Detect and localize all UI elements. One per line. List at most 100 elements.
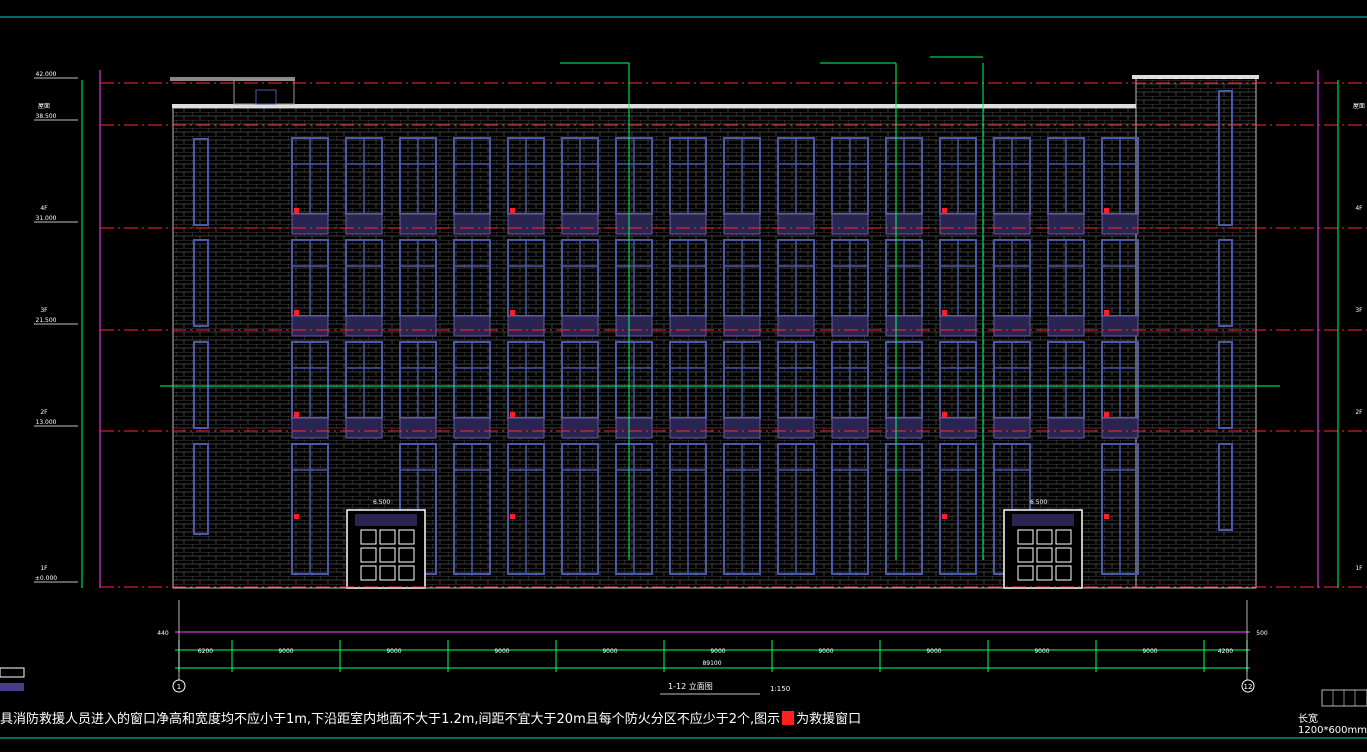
side-window-right [1218,341,1233,429]
spandrel-panel [939,213,977,235]
door-panel [360,529,377,545]
level-label: 4F [40,205,48,212]
spandrel-panel [777,315,815,337]
legend-swatch [0,683,24,691]
rescue-marker [510,514,515,519]
bay-dimension: 6200 [198,648,213,655]
rescue-marker [294,208,299,213]
drawing-scale: 1:150 [770,685,791,693]
side-window [193,239,209,327]
building-elevation: 6.500 6.500 [100,56,1367,589]
note-text-end: 为救援窗口 [796,712,862,727]
spandrel-panel [723,213,761,235]
facade-main [172,107,1137,589]
canopy-level: 6.500 [1030,499,1047,506]
tile-note: 长宽 1200*600mm [1298,714,1367,736]
side-window-right [1218,239,1233,327]
entrance-canopy-band [355,514,417,526]
side-window-right [1218,443,1233,531]
bay-dimension: 9000 [602,648,617,655]
rescue-marker [942,208,947,213]
door-panel [1055,565,1072,581]
canopy-level: 6.500 [373,499,390,506]
spandrel-panel [669,315,707,337]
door-panel [379,565,396,581]
spandrel-panel [507,417,545,439]
spandrel-panel [669,417,707,439]
bay-dimension: 9000 [818,648,833,655]
door-panel [398,547,415,563]
rescue-marker [510,208,515,213]
bay-dimension: 9000 [1034,648,1049,655]
rescue-marker [294,310,299,315]
spandrel-panel [939,417,977,439]
spandrel-panel [777,417,815,439]
spandrel-panel [399,315,437,337]
door-panel [1036,547,1053,563]
spandrel-panel [831,417,869,439]
spandrel-panel [453,213,491,235]
bay-dimension: 9000 [1142,648,1157,655]
bay-dimension: 9000 [386,648,401,655]
rescue-marker [510,310,515,315]
stair-tower-right [1135,77,1257,589]
legend-box [0,667,25,678]
spandrel-panel [831,213,869,235]
spandrel-panel [723,315,761,337]
door-panel [1055,529,1072,545]
spandrel-panel [1047,213,1085,235]
spandrel-panel [885,315,923,337]
axis-label: 1 [177,683,181,691]
door-panel [1017,565,1034,581]
door-panel [1055,547,1072,563]
door-panel [1036,529,1053,545]
spandrel-panel [291,417,329,439]
spandrel-panel [291,315,329,337]
level-label-right: 1F [1355,565,1363,572]
level-elevation: 13.000 [36,419,57,426]
spandrel-panel [291,213,329,235]
spandrel-panel [1101,213,1139,235]
door-panel [1017,547,1034,563]
bay-dimension: 9000 [494,648,509,655]
spandrel-panel [1101,417,1139,439]
door-panel [360,565,377,581]
left-roof-edge [170,77,295,81]
rescue-window-note: 具消防救援人员进入的窗口净高和宽度均不应小于1m,下沿距室内地面不大于1.2m,… [0,708,861,727]
spandrel-panel [1047,417,1085,439]
bay-dimension: 4200 [1218,648,1233,655]
spandrel-panel [615,315,653,337]
spandrel-panel [939,315,977,337]
spandrel-panel [885,213,923,235]
level-label: 3F [40,307,48,314]
spandrel-panel [561,213,599,235]
main-parapet [172,104,1136,108]
spandrel-panel [507,213,545,235]
drawing-title: 1-12 立面图 [668,682,713,691]
spandrel-panel [615,213,653,235]
bay-dimension: 9000 [710,648,725,655]
edge-dimension: 440 [157,630,169,637]
rescue-marker [942,514,947,519]
spandrel-panel [399,213,437,235]
door-panel [1017,529,1034,545]
level-elevation: 21.500 [36,317,57,324]
side-window [193,443,209,535]
level-label-right: 4F [1355,205,1363,212]
spandrel-panel [345,315,383,337]
rescue-marker [1104,208,1109,213]
spandrel-panel [831,315,869,337]
level-elevation: 38.500 [36,113,57,120]
rescue-marker [294,412,299,417]
spandrel-panel [615,417,653,439]
rescue-marker [942,310,947,315]
rescue-marker [942,412,947,417]
spandrel-panel [345,417,383,439]
side-window [193,138,209,226]
total-dimension: 89100 [702,660,721,667]
entrance-canopy-band [1012,514,1074,526]
spandrel-panel [399,417,437,439]
level-marks-left: 42.000屋面38.500屋面4F31.0004F3F21.5003F2F13… [34,70,1365,588]
tile-grid [1321,689,1367,707]
spandrel-panel [993,315,1031,337]
